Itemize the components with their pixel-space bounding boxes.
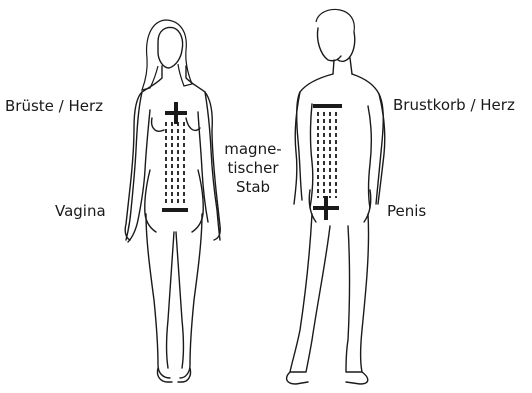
label-vagina: Vagina [55,202,106,220]
woman-head [158,28,183,68]
label-magnetic-rod: magne- tischer Stab [217,140,289,197]
woman-figure [125,20,220,382]
woman-hair [142,20,192,90]
label-magnetic-rod-line-1: magne- [217,140,289,159]
man-body-outline [297,74,384,204]
label-penis: Penis [387,202,426,220]
man-feet [287,372,368,384]
woman-magnetic-field-lines [166,122,184,205]
woman-plus-pole [165,102,187,124]
label-magnetic-rod-line-3: Stab [217,178,289,197]
man-figure [287,10,385,385]
woman-legs [146,214,202,378]
man-magnetic-field-lines [318,112,336,198]
label-chest-heart: Brustkorb / Herz [393,96,515,114]
man-legs [290,214,369,372]
label-breasts-heart: Brüste / Herz [5,97,103,115]
man-head [317,28,354,61]
woman-hips [145,170,204,232]
man-plus-pole [313,196,339,220]
man-hair [316,10,354,33]
label-magnetic-rod-line-2: tischer [217,159,289,178]
